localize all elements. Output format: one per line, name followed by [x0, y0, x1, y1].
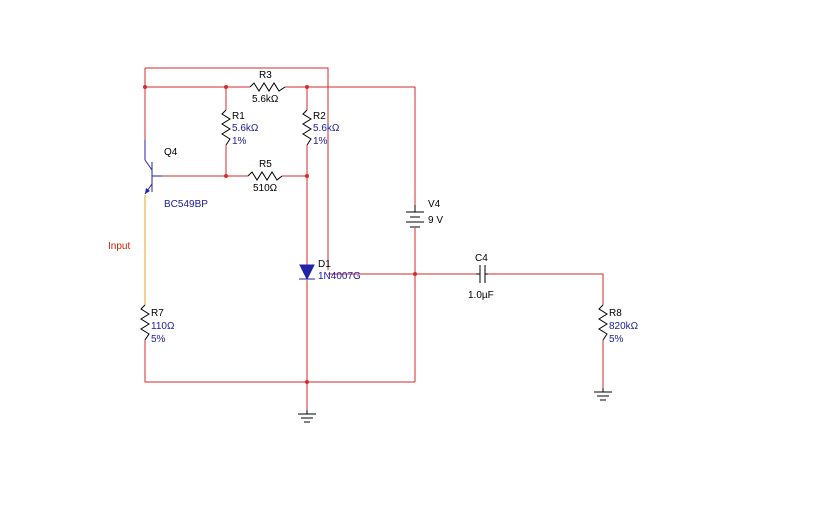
- r3-value-label: 5.6kΩ: [252, 94, 279, 105]
- q4-ref-label: Q4: [164, 147, 178, 158]
- resistor-r3[interactable]: R3 5.6kΩ: [249, 70, 286, 105]
- junction-dot: [413, 272, 417, 276]
- wire-c4-to-r8: [488, 273, 604, 305]
- resistor-symbol: [140, 304, 150, 341]
- r7-value-label: 110Ω: [151, 321, 175, 332]
- r2-value-label: 5.6kΩ: [313, 123, 340, 134]
- ground-symbol-r8: [594, 388, 612, 401]
- battery-v4[interactable]: V4 9 V: [406, 199, 443, 228]
- r8-value-label: 820kΩ: [609, 321, 639, 332]
- transistor-emitter-arrow: [145, 188, 150, 194]
- transistor-collector-lead: [144, 159, 153, 171]
- resistor-symbol: [302, 109, 312, 146]
- junction-dot: [305, 380, 309, 384]
- diode-d1[interactable]: D1 1N4007G: [299, 259, 361, 282]
- diode-triangle: [299, 264, 315, 281]
- r1-tolerance-label: 1%: [232, 136, 247, 147]
- junction-dot: [305, 174, 309, 178]
- junction-dot: [305, 85, 309, 89]
- input-net-label: Input: [108, 241, 130, 252]
- resistor-r8[interactable]: R8 820kΩ 5%: [598, 304, 639, 345]
- r7-ref-label: R7: [151, 308, 164, 319]
- r3-ref-label: R3: [259, 70, 272, 81]
- resistor-r7[interactable]: R7 110Ω 5%: [140, 304, 175, 345]
- r1-ref-label: R1: [232, 111, 245, 122]
- r8-ref-label: R8: [609, 308, 622, 319]
- r2-ref-label: R2: [313, 111, 326, 122]
- c4-ref-label: C4: [475, 253, 488, 264]
- c4-value-label: 1.0µF: [468, 290, 494, 301]
- r5-value-label: 510Ω: [253, 183, 278, 194]
- wire-bottom-rail: [144, 340, 415, 383]
- r7-tolerance-label: 5%: [151, 334, 166, 345]
- junctions: [143, 85, 417, 384]
- wires: [144, 67, 604, 410]
- junction-dot: [143, 85, 147, 89]
- resistor-symbol: [247, 171, 283, 181]
- wire-top-loop: [145, 67, 329, 270]
- d1-ref-label: D1: [318, 259, 331, 270]
- junction-dot: [224, 85, 228, 89]
- resistor-r5[interactable]: R5 510Ω: [247, 159, 283, 194]
- resistor-r2[interactable]: R2 5.6kΩ 1%: [302, 109, 340, 147]
- v4-value-label: 9 V: [428, 215, 443, 226]
- q4-model-label: BC549BP: [164, 199, 208, 210]
- r8-tolerance-label: 5%: [609, 334, 624, 345]
- junction-dot: [224, 174, 228, 178]
- r1-value-label: 5.6kΩ: [232, 123, 259, 134]
- resistor-symbol: [249, 82, 286, 92]
- capacitor-c4[interactable]: C4 1.0µF: [468, 253, 494, 301]
- resistor-symbol: [598, 304, 608, 341]
- wire-r3-right-to-v4: [285, 86, 416, 205]
- v4-ref-label: V4: [428, 199, 441, 210]
- d1-model-label: 1N4007G: [318, 271, 361, 282]
- r2-tolerance-label: 1%: [313, 136, 328, 147]
- resistor-symbol: [221, 109, 231, 146]
- transistor-q4[interactable]: Q4 BC549BP: [144, 140, 208, 210]
- r5-ref-label: R5: [259, 159, 272, 170]
- ground-symbol-main: [298, 410, 316, 423]
- resistor-r1[interactable]: R1 5.6kΩ 1%: [221, 109, 259, 147]
